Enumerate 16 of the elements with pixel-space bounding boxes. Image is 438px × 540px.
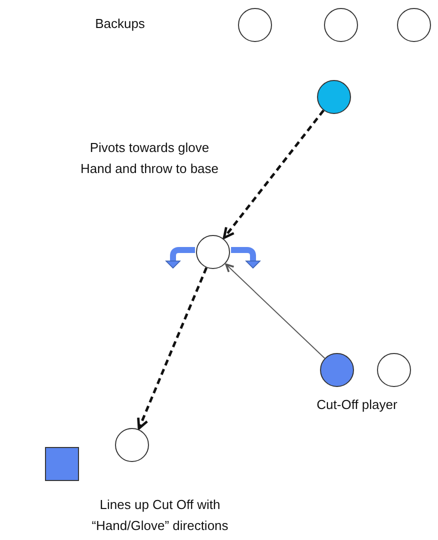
arrow — [225, 264, 326, 359]
group-label: Backups — [94, 15, 146, 33]
player-caption: Cut-Off player — [316, 396, 398, 414]
player-caption: Lines up Cut Off with “Hand/Glove” directions — [90, 496, 230, 535]
player-circle — [324, 8, 358, 42]
player-square — [45, 447, 79, 481]
player-circle — [320, 353, 354, 387]
player-circle — [115, 428, 149, 462]
player-circle — [317, 80, 351, 114]
arrow — [222, 110, 325, 239]
player-circle — [238, 8, 272, 42]
arrow — [137, 267, 208, 430]
note-text: Pivots towards glove Hand and throw to base — [79, 139, 220, 178]
player-circle — [397, 8, 431, 42]
player-circle — [196, 235, 230, 269]
player-circle — [377, 353, 411, 387]
